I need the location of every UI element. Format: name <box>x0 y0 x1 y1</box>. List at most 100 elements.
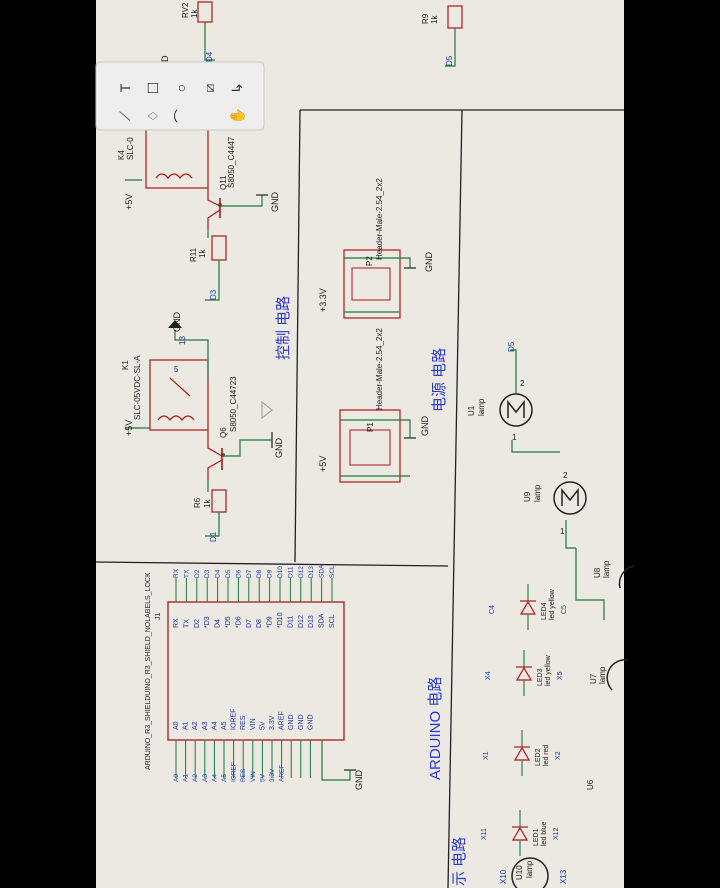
arduino-net-label: D8 <box>256 569 263 578</box>
circle-tool-icon[interactable]: ○ <box>173 84 189 92</box>
arduino-pin-label: RX <box>173 618 180 628</box>
arduino-pin-label: TX <box>183 619 190 628</box>
arduino-pin-label: SDA <box>319 613 326 628</box>
led-ref: LED2 <box>535 748 542 766</box>
arduino-pin-label: GND <box>298 714 305 730</box>
led-net-top: X11 <box>481 828 488 840</box>
arduino-pin-label: D11 <box>287 616 294 628</box>
hand-tool-icon[interactable]: ✋ <box>229 107 245 124</box>
arduino-net-label: A1 <box>183 774 190 782</box>
arduino-net-label: TX <box>183 569 190 578</box>
resistor-r11: R11 1k D3 <box>189 230 227 301</box>
mouse-cursor-icon <box>261 400 273 420</box>
rectangle-tool-icon[interactable]: ☐ <box>145 82 161 95</box>
arduino-net-label: D6 <box>235 569 242 578</box>
led-color: led red <box>543 744 550 766</box>
image-tool-icon[interactable]: ⧄ <box>201 83 217 92</box>
arduino-net-label: A4 <box>211 774 218 782</box>
arduino-net-label: SCL <box>329 565 336 578</box>
lamp-u9: U9 lamp 1 2 <box>523 471 587 549</box>
relay-k1-coil <box>157 415 195 421</box>
arrow-tool-icon[interactable]: ↳ <box>229 82 245 94</box>
led-color: led blue <box>541 821 548 846</box>
pen-tool-icon[interactable]: ⟋ <box>117 111 133 121</box>
arduino-pin-label: GND <box>288 714 295 730</box>
arduino-net-label: D5 <box>225 569 232 578</box>
text-tool-icon[interactable]: T <box>117 83 133 92</box>
arduino-net-label: A0 <box>173 774 180 782</box>
led-ref: LED1 <box>533 828 540 846</box>
k1-supply-label: +5V <box>124 420 134 436</box>
drawing-toolbar: T ☐ ○ ⧄ ↳ ⟋ ♢ ⌒ ✋ <box>95 61 265 131</box>
r6-ref: R6 <box>193 497 202 508</box>
arduino-right-pins: RXRXTXTXD2D2*D3D3D4D4*D5D5*D6D6D7D7D8D8*… <box>173 564 336 628</box>
left-black-bar <box>0 0 96 888</box>
arduino-pin-label: 3.3V <box>269 715 276 730</box>
arduino-pin-label: A3 <box>202 721 209 730</box>
arduino-net-label: 3.3V <box>269 768 276 782</box>
k4-part: SLC-0 <box>126 137 135 160</box>
led-net-bot: C5 <box>561 605 568 614</box>
arduino-net-label: A3 <box>202 774 209 782</box>
arduino-pin-label: SCL <box>329 614 336 628</box>
toolbar-panel <box>95 61 265 131</box>
arduino-pin-label: D12 <box>298 615 305 628</box>
frame-control-left <box>294 109 301 563</box>
net-d4: D4 <box>205 51 214 62</box>
net-x13: X13 <box>559 869 568 884</box>
k1-part: SLC-05VDC-SL-A <box>133 355 142 420</box>
r11-net: D3 <box>209 289 218 300</box>
section-title-power: 电源 电路 <box>431 348 448 412</box>
arduino-net-label: A5 <box>221 774 228 782</box>
arc-tool-icon[interactable]: ⌒ <box>173 109 189 123</box>
section-title-control: 控制 电路 <box>275 296 292 360</box>
led-net-bot: X5 <box>557 671 564 680</box>
u1-pin1: 1 <box>512 433 517 442</box>
u7-type: lamp <box>598 666 607 684</box>
rv2-ref: RV2 <box>181 2 190 18</box>
p2-part: Header-Male-2.54_2x2 <box>375 178 384 260</box>
arduino-net-label: D11 <box>287 566 294 578</box>
polygon-tool-icon[interactable]: ♢ <box>145 110 161 123</box>
k4-supply: +5V <box>124 194 134 210</box>
section-frames <box>95 109 624 888</box>
led-ref: LED3 <box>537 668 544 686</box>
k1-ref: K1 <box>121 360 130 370</box>
u1-pin2: 2 <box>520 379 525 388</box>
arduino-net-label: A2 <box>192 774 199 782</box>
resistor-r9: R9 1k D5 <box>421 5 463 67</box>
arduino-ref: J1 <box>155 613 162 621</box>
arduino-pin-label: A0 <box>173 721 180 730</box>
p1-ref: P1 <box>366 422 375 432</box>
arduino-net-label: AREF <box>279 765 286 782</box>
k1-pin5: 5 <box>174 365 179 374</box>
arduino-net-label: D13 <box>308 566 315 578</box>
arduino-gnd: GND <box>354 770 364 791</box>
arduino-net-label: RX <box>173 568 180 578</box>
wire-lamp-chain <box>575 548 605 620</box>
led-color: led yellow <box>545 654 552 686</box>
arduino-net-label: IOREF <box>231 762 238 782</box>
u10-type: lamp <box>525 860 534 878</box>
arduino-pin-label: D4 <box>215 619 222 628</box>
u9-ref: U9 <box>523 491 532 502</box>
arduino-net-label: D10 <box>277 566 284 578</box>
arduino-pin-label: A2 <box>192 721 199 730</box>
rv2-value: 1k <box>190 9 199 18</box>
section-title-arduino: ARDUINO 电路 <box>427 677 444 780</box>
header-p1: +5V P1 Header-Male-2.54_2x2 GND <box>318 328 430 483</box>
u9-pin1: 1 <box>560 527 565 536</box>
arduino-pin-label: AREF <box>279 711 286 730</box>
q6-gnd: GND <box>274 438 284 459</box>
u8-type: lamp <box>602 560 611 578</box>
arduino-pin-label: IOREF <box>231 709 238 730</box>
u1-ref: U1 <box>467 405 476 416</box>
led-net-bot: X12 <box>553 827 560 840</box>
arduino-pin-label: *D5 <box>225 616 232 628</box>
r9-ref: R9 <box>421 13 430 24</box>
arduino-pin-label: GND <box>307 714 314 730</box>
q11-part: S8050_C4447 <box>227 136 236 188</box>
u7-ref: U7 <box>589 673 598 684</box>
arduino-net-label: SDA <box>319 564 326 578</box>
